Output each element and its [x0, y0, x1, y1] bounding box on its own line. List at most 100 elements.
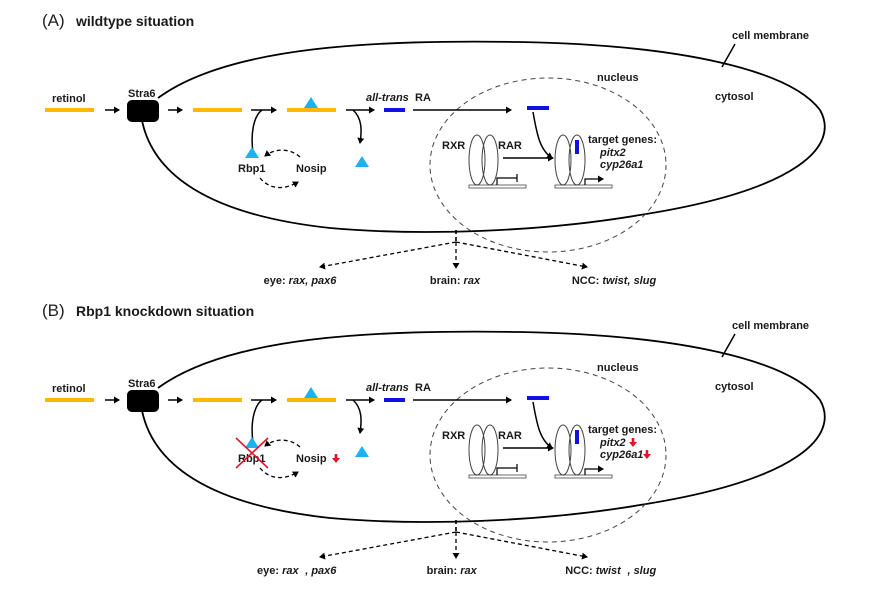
arrow-to-ncc — [455, 531, 588, 560]
released-rbp1-triangle-icon — [355, 156, 369, 167]
outcome-eye: eye: rax, pax6 — [264, 275, 338, 287]
target-gene-pitx2: pitx2 — [599, 147, 626, 159]
target-gene-cyp26a1: cyp26a1 — [600, 449, 643, 461]
tissue-label: NCC: — [572, 275, 603, 287]
dna-bound — [554, 474, 613, 479]
arrow-to-eye — [319, 531, 457, 560]
down-space — [336, 565, 343, 577]
outcome-label: brain: rax — [427, 565, 484, 577]
gene-rax: rax — [464, 275, 481, 287]
repressed-promoter-icon — [496, 464, 518, 475]
panel-letter: (A) — [42, 11, 65, 30]
retinol-label: retinol — [52, 383, 86, 395]
panel-letter: (B) — [42, 301, 65, 320]
down-arrow-icon — [629, 438, 637, 447]
separator: , — [304, 565, 311, 577]
down-arrow-head — [332, 458, 340, 463]
cytosol-label: cytosol — [715, 91, 754, 103]
released-rbp1-triangle-icon — [355, 446, 369, 457]
dna-bound — [554, 184, 613, 189]
down-arrow-icon — [332, 454, 340, 463]
ra-prefix-label: all-trans — [366, 92, 409, 104]
down-arrow-shaft — [645, 450, 649, 455]
stra6-label: Stra6 — [128, 378, 156, 390]
rbp1-label: Rbp1 — [238, 163, 266, 175]
gene-slug: slug — [634, 275, 657, 287]
nosip-label: Nosip — [296, 163, 327, 175]
active-promoter-icon — [584, 465, 604, 475]
stra6-label: Stra6 — [128, 88, 156, 100]
tissue-label: NCC: — [565, 565, 596, 577]
outcome-eye: eye: rax , pax6 — [257, 565, 343, 577]
gene-twist: twist — [602, 275, 628, 287]
cell-membrane-outline — [140, 330, 826, 523]
cytosol-label: cytosol — [715, 381, 754, 393]
down-arrow-shaft — [334, 454, 338, 459]
nucleus-outline — [429, 77, 667, 253]
gene-rax: rax — [282, 565, 299, 577]
rbp1-triangle-icon — [245, 437, 259, 448]
gene-twist: twist — [596, 565, 622, 577]
ra-suffix-label: RA — [415, 92, 431, 104]
outcome-label: eye: rax , pax6 — [257, 565, 343, 577]
separator: , — [626, 275, 633, 287]
outcome-ncc: NCC: twist, slug — [572, 275, 657, 287]
nucleus-label: nucleus — [597, 362, 639, 374]
panel-title: Rbp1 knockdown situation — [76, 303, 254, 319]
rxr-label: RXR — [442, 430, 465, 442]
tissue-label: brain: — [430, 275, 464, 287]
arrow-to-eye — [319, 241, 457, 270]
target-gene-cyp26a1: cyp26a1 — [600, 159, 643, 171]
cell-membrane-label: cell membrane — [732, 320, 809, 332]
knockdown-cross-line-2 — [235, 437, 269, 469]
cell-membrane-label: cell membrane — [732, 30, 809, 42]
outcome-ncc: NCC: twist , slug — [565, 565, 663, 577]
down-arrow-head — [643, 454, 651, 459]
down-space — [621, 565, 628, 577]
panel-title: wildtype situation — [75, 13, 194, 29]
arrow-ra-to-receptor — [532, 401, 553, 449]
arrow-nosip-to-rbp1 — [264, 149, 301, 158]
outcome-label: eye: rax, pax6 — [264, 275, 338, 287]
rxr-label: RXR — [442, 140, 465, 152]
outcome-label: NCC: twist , slug — [565, 565, 663, 577]
nosip-label: Nosip — [296, 453, 327, 465]
separator: , — [304, 275, 311, 287]
rbp1-input-curve — [251, 109, 263, 154]
repressed-promoter-icon — [496, 174, 518, 185]
rxr-unbound-shape — [468, 424, 486, 476]
rar-label: RAR — [498, 430, 522, 442]
down-space — [477, 565, 484, 577]
rar-unbound-shape — [481, 424, 499, 476]
ra-suffix-label: RA — [415, 382, 431, 394]
tissue-label: brain: — [427, 565, 461, 577]
cell-membrane-pointer — [721, 43, 736, 68]
outcome-label: brain: rax — [430, 275, 481, 287]
rbp1-label: Rbp1 — [238, 453, 266, 465]
bound-rbp1-triangle-icon — [304, 97, 318, 108]
arrow-rbp1-to-nosip — [259, 177, 299, 189]
target-genes-header: target genes: — [588, 134, 657, 146]
cell-membrane-pointer — [721, 333, 736, 358]
arrow-release-rbp1 — [352, 109, 365, 144]
gene-rax: rax — [289, 275, 306, 287]
active-promoter-icon — [584, 175, 604, 185]
rbp1-triangle-icon — [245, 147, 259, 158]
target-gene-pitx2: pitx2 — [599, 437, 626, 449]
stra6-receptor — [127, 390, 159, 412]
down-space — [656, 565, 663, 577]
ra-prefix-label: all-trans — [366, 382, 409, 394]
down-arrow-shaft — [631, 438, 635, 443]
down-space — [299, 565, 306, 577]
arrow-release-rbp1 — [352, 399, 365, 434]
gene-rax: rax — [460, 565, 477, 577]
separator: , — [626, 565, 633, 577]
arrow-nosip-to-rbp1 — [264, 439, 301, 448]
target-genes-header: target genes: — [588, 424, 657, 436]
panel-wildtype: (A) wildtype situation cell membrane cytoso… — [42, 11, 826, 287]
gene-pax6: pax6 — [310, 275, 337, 287]
arrow-ra-to-receptor — [532, 111, 553, 159]
retinol-label: retinol — [52, 93, 86, 105]
tissue-label: eye: — [264, 275, 289, 287]
